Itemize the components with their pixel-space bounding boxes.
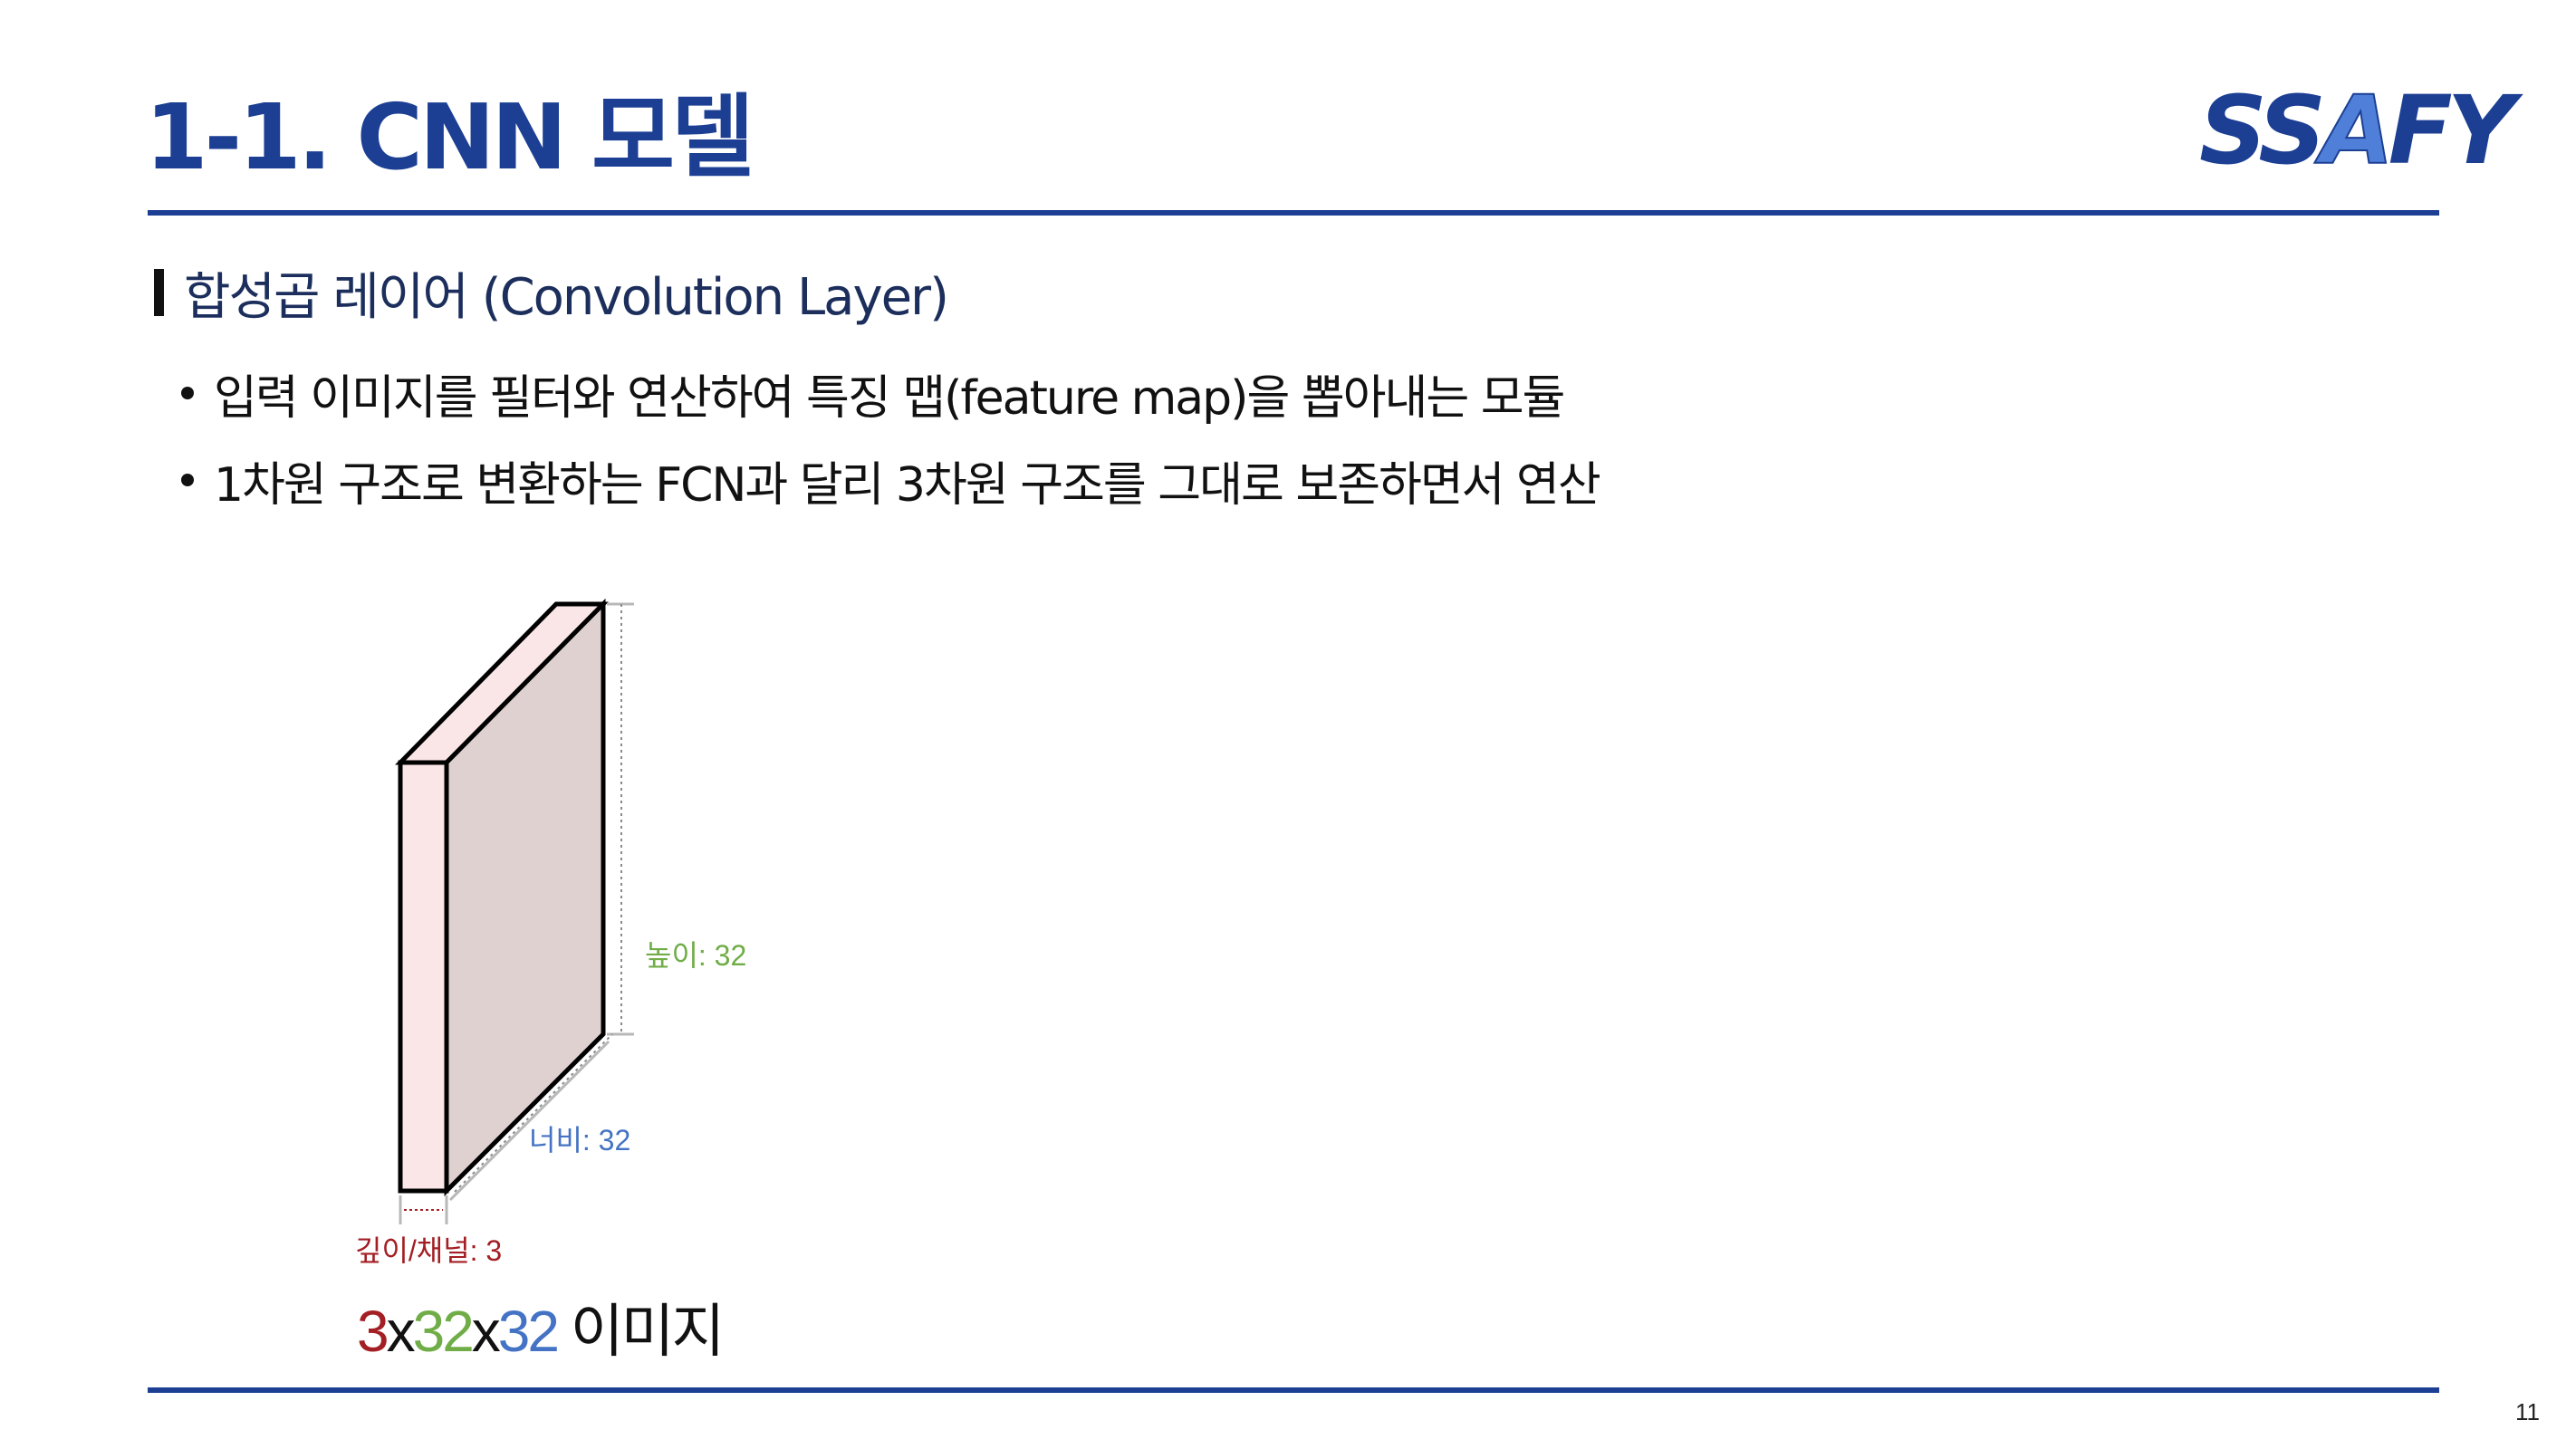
bullet-dot	[181, 387, 194, 399]
heading-marker	[154, 269, 164, 316]
width-label: 너비: 32	[529, 1124, 630, 1156]
ssafy-logo: SSAFY	[2199, 82, 2515, 178]
caption-suffix: 이미지	[556, 1299, 726, 1364]
bullet-dot	[181, 474, 194, 486]
tensor-front-face	[398, 760, 449, 1194]
depth-dimension	[399, 1195, 448, 1224]
slide-title: 1-1. CNN 모델	[145, 84, 755, 190]
bullet-list: 입력 이미지를 필터와 연산하여 특징 맵(feature map)을 뽑아내는…	[181, 350, 1601, 523]
caption-separator: x	[386, 1299, 416, 1364]
section-heading-text: 합성곱 레이어 (Convolution Layer)	[184, 267, 949, 327]
caption-separator: x	[471, 1299, 501, 1364]
bullet-text: 1차원 구조로 변환하는 FCN과 달리 3차원 구조를 그대로 보존하면서 연…	[214, 457, 1601, 513]
page-number: 11	[2515, 1398, 2540, 1425]
section-heading: 합성곱 레이어 (Convolution Layer)	[154, 263, 949, 327]
bullet-item: 1차원 구조로 변환하는 FCN과 달리 3차원 구조를 그대로 보존하면서 연…	[181, 437, 1601, 523]
bullet-text: 입력 이미지를 필터와 연산하여 특징 맵(feature map)을 뽑아내는…	[214, 370, 1565, 426]
height-label: 높이: 32	[645, 939, 746, 972]
caption-height: 32	[412, 1299, 475, 1364]
tensor-caption: 3x32x32 이미지	[357, 1302, 725, 1360]
caption-width: 32	[497, 1299, 560, 1364]
title-divider	[148, 210, 2439, 216]
logo-prefix: SS	[2199, 75, 2326, 186]
width-dimension	[448, 1033, 613, 1202]
caption-depth: 3	[357, 1299, 389, 1364]
logo-highlight: A	[2320, 75, 2394, 186]
logo-suffix: FY	[2388, 75, 2515, 186]
depth-label: 깊이/채널: 3	[355, 1234, 502, 1267]
footer-divider	[148, 1387, 2439, 1393]
bullet-item: 입력 이미지를 필터와 연산하여 특징 맵(feature map)을 뽑아내는…	[181, 350, 1600, 437]
height-dimension	[607, 602, 634, 1036]
